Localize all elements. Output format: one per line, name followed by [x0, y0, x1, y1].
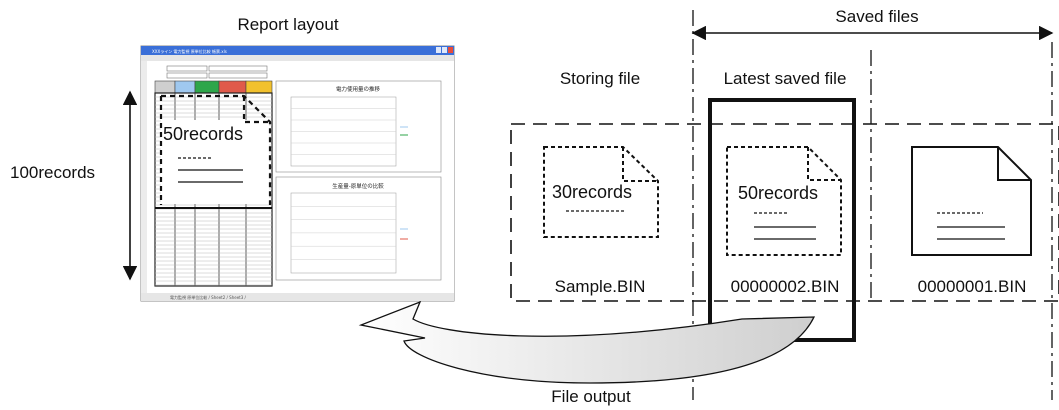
file-records-2: 50records [738, 183, 818, 203]
window-titlebar [141, 46, 454, 55]
file-name-2: 00000002.BIN [731, 277, 840, 296]
saved-files-label: Saved files [835, 7, 918, 26]
report-layout-title: Report layout [237, 15, 338, 34]
chart1-title: 電力使用量の推移 [336, 85, 381, 93]
records-100-label: 100records [10, 163, 95, 182]
latest-saved-label: Latest saved file [724, 69, 847, 88]
file-output-label: File output [551, 387, 631, 406]
file-output-arrow [358, 300, 816, 384]
files-frame [510, 123, 1059, 302]
storing-file-label: Storing file [560, 69, 640, 88]
report-records-label: 50records [163, 124, 243, 144]
chart2-title: 生産量-原単位の比較 [332, 182, 384, 190]
file-name-3: 00000001.BIN [918, 277, 1027, 296]
file-card-sample: 30records Sample.BIN [543, 146, 659, 296]
file-records-1: 30records [552, 182, 632, 202]
file-card-previous: 00000001.BIN [911, 146, 1032, 296]
spreadsheet-screenshot: XXXライン 電力監視 原単位比較 帳票.xls 50records [140, 45, 455, 302]
file-card-latest: 50records 00000002.BIN [726, 146, 842, 296]
window-title: XXXライン 電力監視 原単位比較 帳票.xls [152, 48, 227, 54]
sheet-tabs: 電力監視 原単位比較 / Sheet2 / Sheet3 / [170, 294, 247, 300]
file-name-1: Sample.BIN [555, 277, 646, 296]
